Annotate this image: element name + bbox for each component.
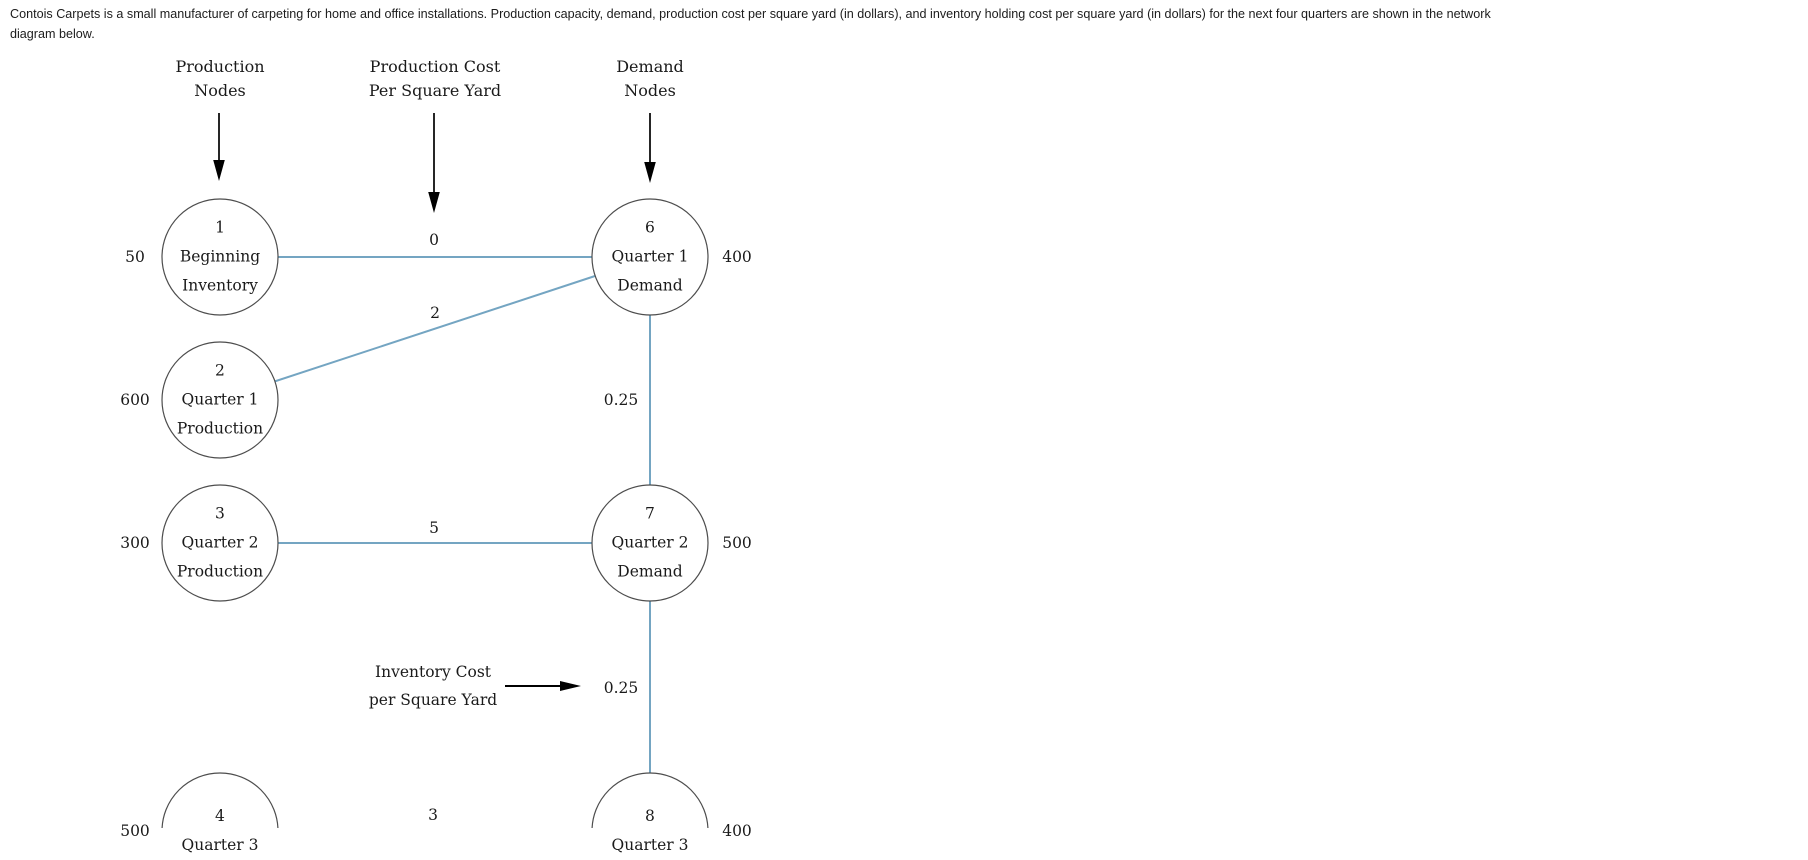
header-line: Production <box>175 57 265 76</box>
demand-label-node-7: 500 <box>722 534 752 552</box>
node-line: 1 <box>215 218 225 237</box>
node-line: Quarter 1 <box>611 247 689 266</box>
node-line: 8 <box>645 807 655 825</box>
problem-statement: Contois Carpets is a small manufacturer … <box>10 5 1491 44</box>
edge-cost-1-6: 0 <box>429 231 439 249</box>
node-circle-4 <box>161 772 279 828</box>
node-line: 7 <box>645 504 655 523</box>
node-line: Quarter 2 <box>611 533 689 552</box>
node-line: 2 <box>215 361 225 380</box>
header-production-cost: Production Cost Per Square Yard <box>369 55 501 103</box>
capacity-label-node-3: 300 <box>120 534 150 552</box>
edge-cost-3-7: 5 <box>429 519 439 537</box>
capacity-label-node-1: 50 <box>125 248 145 266</box>
node-line: Demand <box>617 276 683 295</box>
node-circles <box>161 198 709 828</box>
header-arrows <box>213 113 656 691</box>
node-line: Inventory <box>182 276 258 295</box>
node-circle-7 <box>591 484 709 602</box>
node-4-quarter3-production: 4 Quarter 3 <box>182 802 259 860</box>
header-line: Nodes <box>194 81 246 100</box>
node-line: Production <box>176 419 264 438</box>
edge-cost-2-6: 2 <box>430 304 440 322</box>
production-nodes-arrow-icon <box>213 113 225 181</box>
edge-cost-4-8: 3 <box>428 806 438 824</box>
demand-nodes-arrow-icon <box>644 113 656 183</box>
node-8-quarter3-demand: 8 Quarter 3 <box>612 802 689 860</box>
node-circle-6 <box>591 198 709 316</box>
node-line: 6 <box>645 218 655 237</box>
inventory-cost-annotation: Inventory Cost per Square Yard <box>369 658 497 714</box>
problem-statement-line: diagram below. <box>10 26 95 41</box>
node-line: Quarter 3 <box>611 836 689 854</box>
inventory-cost-arrow-icon <box>505 681 581 691</box>
node-line: Demand <box>617 562 683 581</box>
node-3-quarter2-production: 3 Quarter 2 Production <box>177 500 263 587</box>
header-demand-nodes: Demand Nodes <box>616 55 684 103</box>
edge-cost-7-8: 0.25 <box>603 679 639 697</box>
problem-statement-line: Contois Carpets is a small manufacturer … <box>10 7 1491 21</box>
edge-cost-6-7: 0.25 <box>603 391 639 409</box>
production-cost-arrow-icon <box>428 113 440 213</box>
node-line: Quarter 3 <box>181 836 259 854</box>
node-line: Production <box>176 562 264 581</box>
node-circle-3 <box>161 484 279 602</box>
node-6-quarter1-demand: 6 Quarter 1 Demand <box>612 214 689 301</box>
node-circle-1 <box>161 198 279 316</box>
node-circle-2 <box>161 341 279 459</box>
header-line: Demand <box>616 57 684 76</box>
capacity-label-node-2: 600 <box>120 391 150 409</box>
edge-lines <box>272 256 651 773</box>
node-circle-8 <box>591 772 709 828</box>
node-line: Quarter 1 <box>181 390 259 409</box>
edge-2-6 <box>272 275 596 383</box>
node-1-beginning-inventory: 1 Beginning Inventory <box>180 214 260 301</box>
node-line: Quarter 2 <box>181 533 259 552</box>
demand-label-node-8: 400 <box>722 822 752 840</box>
annotation-line: per Square Yard <box>368 691 498 709</box>
header-line: Production Cost <box>369 57 501 76</box>
node-7-quarter2-demand: 7 Quarter 2 Demand <box>612 500 689 587</box>
node-line: 3 <box>215 504 225 523</box>
annotation-line: Inventory Cost <box>374 663 492 681</box>
header-line: Per Square Yard <box>368 81 502 100</box>
network-diagram-canvas <box>161 113 709 828</box>
node-2-quarter1-production: 2 Quarter 1 Production <box>177 357 263 444</box>
demand-label-node-6: 400 <box>722 248 752 266</box>
node-line: 4 <box>215 807 225 825</box>
header-line: Nodes <box>624 81 676 100</box>
capacity-label-node-4: 500 <box>120 822 150 840</box>
header-production-nodes: Production Nodes <box>175 55 264 103</box>
node-line: Beginning <box>179 247 261 266</box>
